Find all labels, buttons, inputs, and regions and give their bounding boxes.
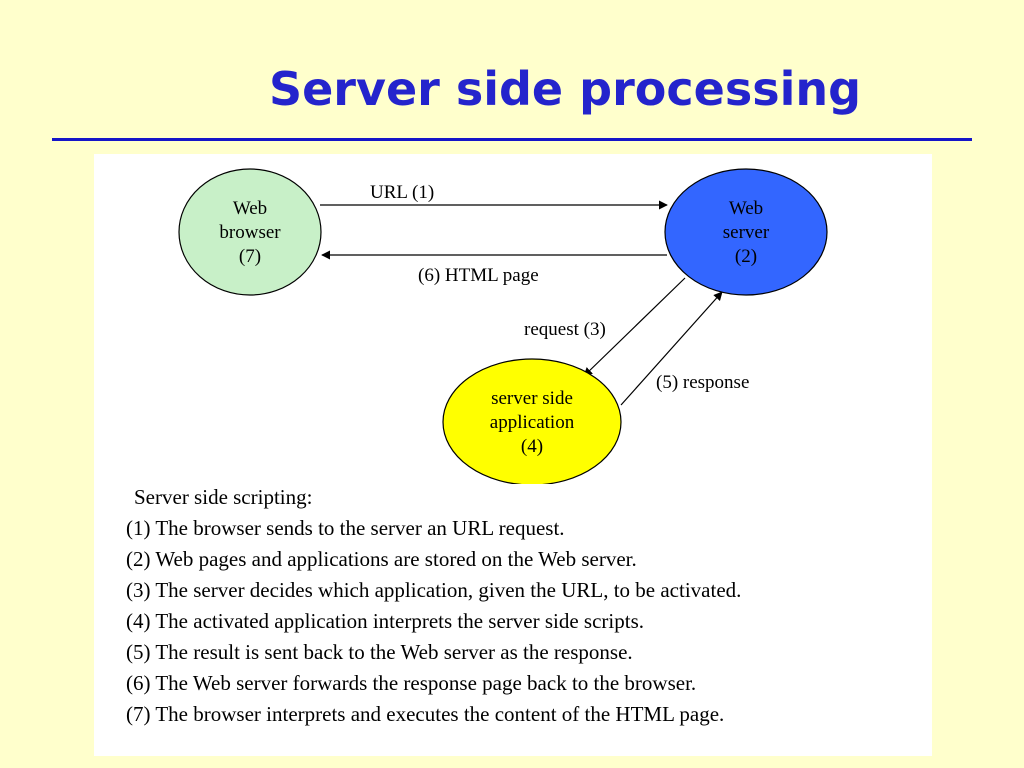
url-label: URL (1) [370,182,434,203]
notes-heading: Server side scripting: [134,485,313,509]
web-server-node: Web server (2) [664,168,828,296]
flow-diagram: Web browser (7) Web server (2) server si… [178,168,828,484]
html-page-label: (6) HTML page [418,265,539,286]
response-arrow [620,291,723,406]
web-server-label-line1: Web [729,198,763,219]
application-label-line2: application [490,412,575,433]
web-browser-label-line1: Web [233,198,267,219]
list-item: (1) The browser sends to the server an U… [126,516,565,540]
diagram-panel: Web browser (7) Web server (2) server si… [94,154,932,756]
server-side-application-shape [442,358,622,484]
web-server-label-line3: (2) [735,246,757,267]
list-item: (2) Web pages and applications are store… [126,547,637,571]
list-item: (7) The browser interprets and executes … [126,702,725,726]
response-label: (5) response [656,372,749,393]
application-label-line1: server side [491,388,573,409]
request-arrow [583,277,686,377]
request-label: request (3) [524,319,606,340]
web-server-shape [664,168,828,296]
application-label-line3: (4) [521,436,543,457]
list-item: (4) The activated application interprets… [126,609,645,633]
web-browser-label-line2: browser [219,222,281,243]
web-server-label-line2: server [723,222,770,243]
web-browser-label-line3: (7) [239,246,261,267]
slide-title: Server side processing [268,62,862,116]
web-browser-node: Web browser (7) [178,168,322,296]
server-side-application-node: server side application (4) [442,358,622,484]
list-item: (3) The server decides which application… [126,578,742,602]
web-browser-shape [178,168,322,296]
list-item: (6) The Web server forwards the response… [126,671,697,695]
title-divider [52,138,972,141]
notes-list: Server side scripting: (1) The browser s… [126,482,741,730]
list-item: (5) The result is sent back to the Web s… [126,640,633,664]
